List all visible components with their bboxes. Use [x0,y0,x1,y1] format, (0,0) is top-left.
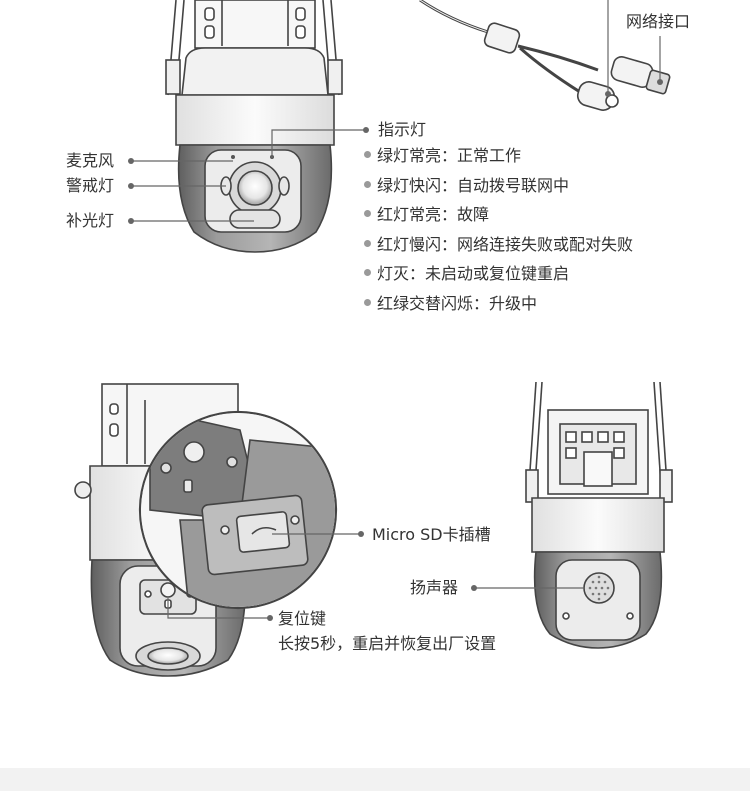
bullet-icon [364,299,371,306]
indicator-label: 指示灯 [378,120,427,139]
warning-light-label: 警戒灯 [66,176,115,195]
fill-light-label: 补光灯 [66,211,115,230]
bullet-icon [364,181,371,188]
top-leader-lines [128,0,663,224]
indicator-state-item: 红绿交替闪烁：升级中 [364,294,537,314]
sd-slot-label: Micro SD卡插槽 [372,525,491,544]
indicator-state-item: 绿灯常亮：正常工作 [364,146,521,166]
reset-key-label: 复位键 [278,609,327,628]
bottom-left-leader-lines [167,531,364,621]
indicator-state-item: 红灯慢闪：网络连接失败或配对失败 [364,235,633,255]
indicator-state-item: 绿灯快闪：自动拨号联网中 [364,176,569,196]
bullet-icon [364,269,371,276]
back-camera [525,381,673,649]
indicator-state-item: 灯灭：未启动或复位键重启 [364,264,569,284]
speaker-label: 扬声器 [410,578,459,597]
microphone-label: 麦克风 [66,151,115,170]
reset-hint-text: 长按5秒，重启并恢复出厂设置 [278,634,497,653]
bullet-icon [364,210,371,217]
front-camera [165,0,343,253]
network-port-label: 网络接口 [626,12,691,31]
speaker-leader-line [471,585,584,591]
footer-band [0,768,750,791]
bullet-icon [364,151,371,158]
bullet-icon [364,240,371,247]
indicator-state-item: 红灯常亮：故障 [364,205,489,225]
power-network-cable [419,0,671,111]
zoom-detail [138,410,338,610]
